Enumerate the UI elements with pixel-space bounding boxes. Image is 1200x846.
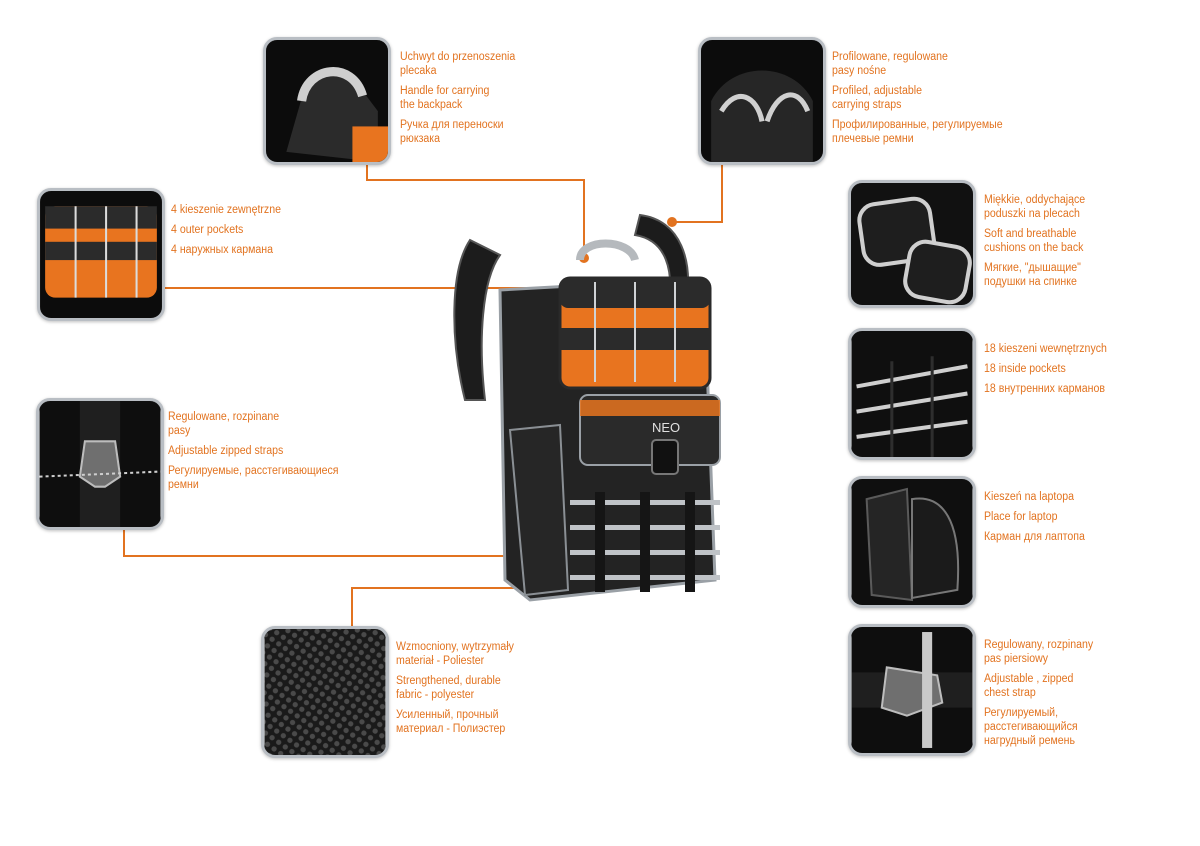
cushions-photo-icon bbox=[851, 183, 973, 305]
caption-fabric: Wzmocniony, wytrzymały materiał - Polies… bbox=[396, 641, 514, 735]
photo-fabric bbox=[261, 626, 389, 758]
handle-photo-icon bbox=[266, 40, 388, 162]
caption-outer-pockets: 4 kieszenie zewnętrzne 4 outer pockets 4… bbox=[171, 204, 281, 256]
chest-strap-photo-icon bbox=[851, 627, 973, 753]
photo-handle bbox=[263, 37, 391, 165]
fabric-photo-icon bbox=[264, 629, 386, 755]
outer-pockets-photo-icon bbox=[40, 191, 162, 318]
caption-back-cushions: Miękkie, oddychające poduszki na plecach… bbox=[984, 194, 1086, 288]
photo-laptop bbox=[848, 476, 976, 608]
photo-chest-strap bbox=[848, 624, 976, 756]
caption-laptop: Kieszeń na laptopa Place for laptop Карм… bbox=[984, 491, 1085, 543]
caption-chest-strap: Regulowany, rozpinany pas piersiowy Adju… bbox=[984, 639, 1094, 747]
caption-zipped-straps: Regulowane, rozpinane pasy Adjustable zi… bbox=[168, 411, 339, 491]
photo-outer-pockets bbox=[37, 188, 165, 321]
caption-inside-pockets: 18 kieszeni wewnętrznych 18 inside pocke… bbox=[984, 343, 1107, 395]
zipped-straps-photo-icon bbox=[39, 401, 161, 527]
photo-straps bbox=[698, 37, 826, 165]
straps-photo-icon bbox=[701, 40, 823, 162]
caption-straps: Profilowane, regulowane pasy nośne Profi… bbox=[832, 51, 1003, 145]
backpack-logo: NEO bbox=[652, 420, 680, 435]
backpack-graphic: NEO bbox=[453, 213, 721, 602]
inside-pockets-photo-icon bbox=[851, 331, 973, 457]
laptop-photo-icon bbox=[851, 479, 973, 605]
photo-zipped-straps bbox=[36, 398, 164, 530]
caption-handle: Uchwyt do przenoszenia plecaka Handle fo… bbox=[400, 51, 516, 145]
backpack-illustration: NEO bbox=[430, 200, 760, 620]
photo-back-cushions bbox=[848, 180, 976, 308]
photo-inside-pockets bbox=[848, 328, 976, 460]
